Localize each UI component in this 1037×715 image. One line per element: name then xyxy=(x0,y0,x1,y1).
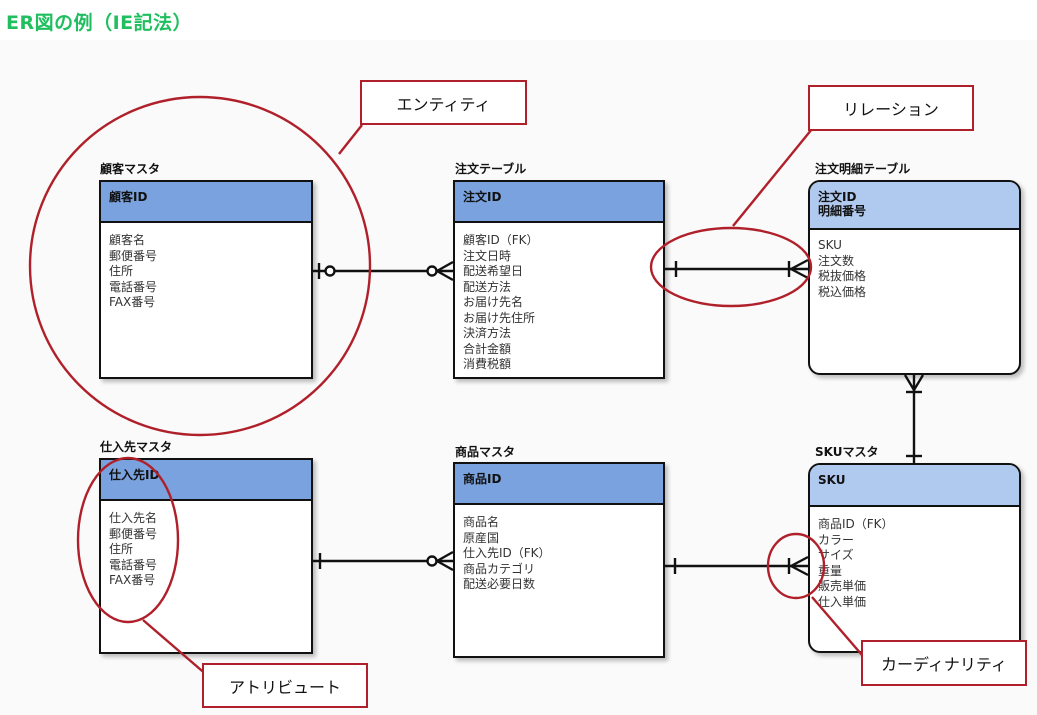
entity-attribute: 配送希望日 xyxy=(463,264,524,278)
entity-attribute: 郵便番号 xyxy=(109,248,158,263)
entity-attribute: FAX番号 xyxy=(109,295,156,309)
entity-key-section: 注文ID 明細番号 xyxy=(810,182,1019,230)
entity-attribute: 消費税額 xyxy=(463,357,512,371)
entity-attributes: 商品名 原産国 仕入先ID（FK） 商品カテゴリ 配送必要日数 xyxy=(455,505,663,593)
entity-attribute: FAX番号 xyxy=(109,573,156,587)
entity-attribute: 注文数 xyxy=(818,253,855,268)
entity-attribute: 販売単価 xyxy=(818,579,867,593)
entity-attribute: 原産国 xyxy=(463,530,500,545)
entity-key: 注文ID xyxy=(463,190,502,204)
callout-entity: エンティティ xyxy=(360,80,527,125)
entity-attributes: 仕入先名 郵便番号 住所 電話番号 FAX番号 xyxy=(101,501,311,589)
entity-key: 明細番号 xyxy=(818,204,867,218)
entity-attribute: 仕入単価 xyxy=(818,594,867,609)
entity-attribute: 配送必要日数 xyxy=(463,577,536,591)
entity-attribute: 顧客ID（FK） xyxy=(463,233,539,247)
entity-attribute: 決済方法 xyxy=(463,326,512,340)
entity-key-section: 顧客ID xyxy=(101,182,311,223)
entity-key-section: 商品ID xyxy=(455,464,663,505)
entity-attribute: 住所 xyxy=(109,542,134,556)
entity-attribute: 重量 xyxy=(818,563,843,578)
entity-attribute: 税込価格 xyxy=(818,284,867,299)
entity-attribute: お届け先住所 xyxy=(463,310,536,325)
entity-product: 商品ID 商品名 原産国 仕入先ID（FK） 商品カテゴリ 配送必要日数 xyxy=(453,462,665,658)
entity-title-order-detail: 注文明細テーブル xyxy=(815,162,911,176)
entity-key: 仕入先ID xyxy=(109,468,160,482)
entity-sku: SKU 商品ID（FK） カラー サイズ 重量 販売単価 仕入単価 xyxy=(808,463,1021,653)
entity-key-section: 注文ID xyxy=(455,182,663,223)
entity-attribute: カラー xyxy=(818,532,855,547)
entity-attribute: 郵便番号 xyxy=(109,526,158,541)
entity-attribute: 住所 xyxy=(109,264,134,278)
entity-title-sku: SKUマスタ xyxy=(815,445,879,459)
entity-title-supplier: 仕入先マスタ xyxy=(100,440,173,454)
entity-attribute: 電話番号 xyxy=(109,279,158,294)
entity-attribute: 商品ID（FK） xyxy=(818,517,894,531)
entity-supplier: 仕入先ID 仕入先名 郵便番号 住所 電話番号 FAX番号 xyxy=(99,458,313,654)
entity-attribute: 電話番号 xyxy=(109,557,158,572)
page-title: ER図の例（IE記法） xyxy=(6,12,193,34)
callout-attribute: アトリビュート xyxy=(202,663,368,708)
entity-attribute: SKU xyxy=(818,238,842,252)
entity-key: 顧客ID xyxy=(109,190,148,204)
entity-attributes: SKU 注文数 税抜価格 税込価格 xyxy=(810,230,1019,300)
entity-attributes: 顧客名 郵便番号 住所 電話番号 FAX番号 xyxy=(101,223,311,311)
entity-attribute: サイズ xyxy=(818,548,854,562)
callout-cardinality: カーディナリティ xyxy=(861,640,1027,686)
entity-key: SKU xyxy=(818,473,846,487)
entity-order: 注文ID 顧客ID（FK） 注文日時 配送希望日 配送方法 お届け先名 お届け先… xyxy=(453,180,665,379)
entity-key-section: SKU xyxy=(810,465,1019,507)
entity-order-detail: 注文ID 明細番号 SKU 注文数 税抜価格 税込価格 xyxy=(808,180,1021,375)
entity-attribute: 税抜価格 xyxy=(818,269,867,283)
entity-attribute: お届け先名 xyxy=(463,295,524,309)
entity-attributes: 顧客ID（FK） 注文日時 配送希望日 配送方法 お届け先名 お届け先住所 決済… xyxy=(455,223,663,373)
entity-attributes: 商品ID（FK） カラー サイズ 重量 販売単価 仕入単価 xyxy=(810,507,1019,610)
entity-attribute: 注文日時 xyxy=(463,248,512,263)
entity-title-order: 注文テーブル xyxy=(455,162,527,176)
entity-attribute: 配送方法 xyxy=(463,279,512,294)
entity-attribute: 仕入先ID（FK） xyxy=(463,546,551,560)
callout-relation: リレーション xyxy=(808,85,974,131)
entity-key-section: 仕入先ID xyxy=(101,460,311,501)
entity-title-product: 商品マスタ xyxy=(455,445,516,459)
entity-customer: 顧客ID 顧客名 郵便番号 住所 電話番号 FAX番号 xyxy=(99,180,313,379)
entity-title-customer: 顧客マスタ xyxy=(100,162,161,176)
entity-attribute: 合計金額 xyxy=(463,341,512,356)
entity-attribute: 顧客名 xyxy=(109,233,146,247)
entity-attribute: 仕入先名 xyxy=(109,511,158,525)
entity-key: 商品ID xyxy=(463,472,502,486)
entity-attribute: 商品名 xyxy=(463,515,500,529)
entity-attribute: 商品カテゴリ xyxy=(463,561,536,576)
entity-key: 注文ID xyxy=(818,190,857,204)
